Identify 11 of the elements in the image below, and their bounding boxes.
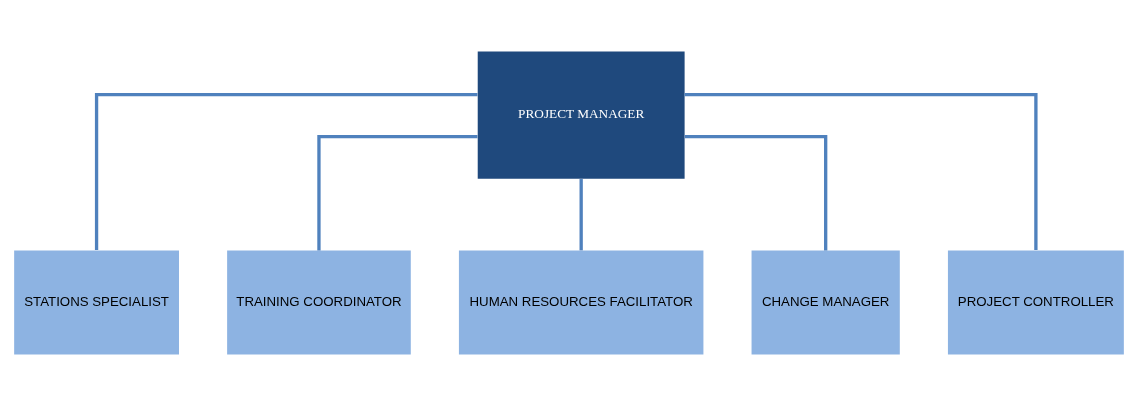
connector <box>684 134 828 250</box>
node-box: CHANGE MANAGER <box>751 250 900 355</box>
node-box: PROJECT MANAGER <box>477 50 685 179</box>
connector <box>684 92 1038 250</box>
node-box: STATIONS SPECIALIST <box>14 250 179 355</box>
connector <box>317 134 478 250</box>
connector <box>579 178 583 250</box>
node-box: HUMAN RESOURCES FACILITATOR <box>458 250 704 355</box>
connector <box>94 92 478 250</box>
node-box: TRAINING COORDINATOR <box>227 250 411 355</box>
node-box: PROJECT CONTROLLER <box>947 250 1124 355</box>
